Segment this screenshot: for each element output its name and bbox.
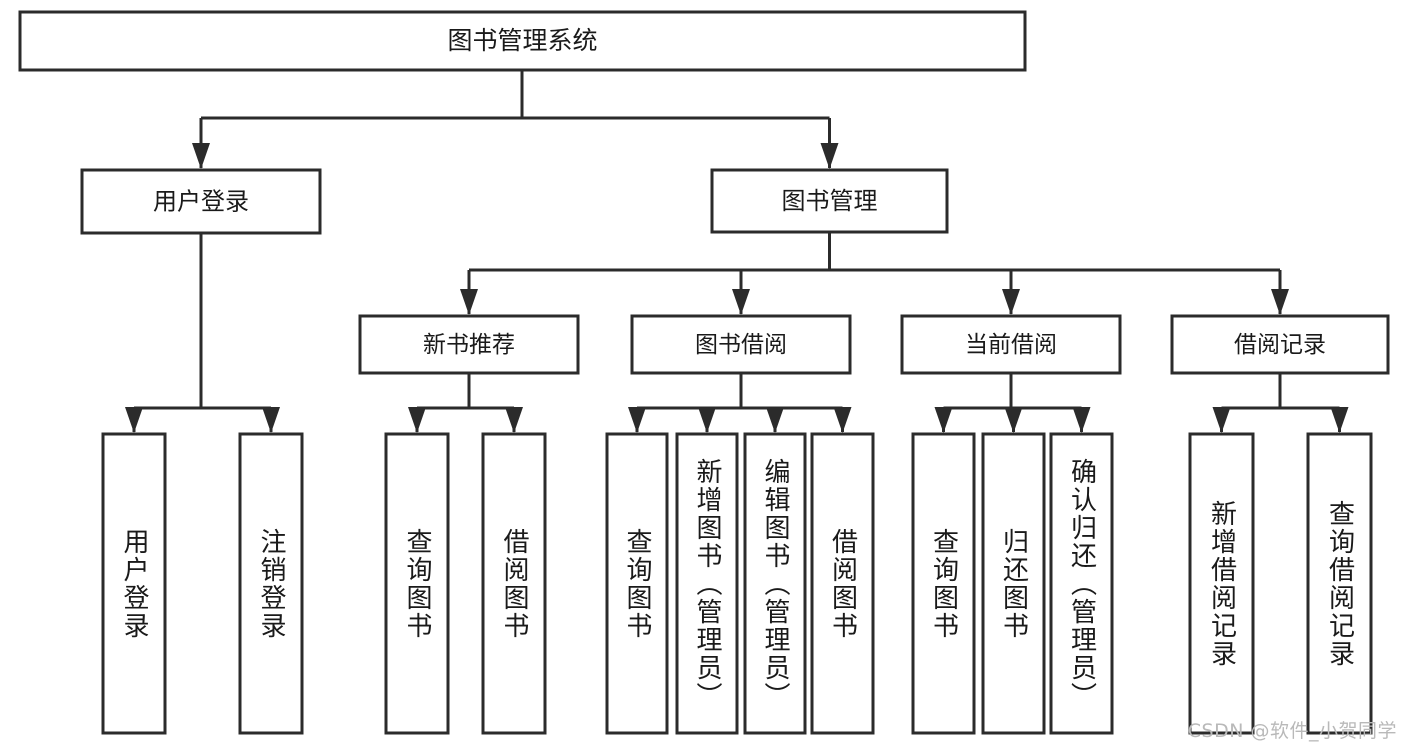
- arrow-to-leaf-rec-borrow: [505, 407, 523, 433]
- arrow-to-leaf-borrow-edit: [766, 407, 784, 433]
- node-label-borrow-record: 借阅记录: [1234, 332, 1326, 358]
- node-box-new-book-rec[interactable]: [358, 314, 580, 375]
- arrow-to-new-book-rec: [460, 289, 478, 315]
- arrow-to-leaf-borrow-lend: [833, 407, 852, 433]
- node-box-leaf-cur-query[interactable]: [911, 432, 976, 735]
- node-box-leaf-borrow-lend[interactable]: [810, 432, 875, 735]
- arrow-to-borrow-record: [1271, 289, 1289, 315]
- arrow-to-leaf-rec-add: [1212, 407, 1231, 433]
- node-box-leaf-rec-query[interactable]: [384, 432, 450, 735]
- node-box-leaf-rec-search[interactable]: [1306, 432, 1373, 735]
- node-box-leaf-cur-confirm[interactable]: [1049, 432, 1114, 735]
- arrow-to-leaf-rec-query: [408, 407, 426, 433]
- node-box-leaf-user-logout[interactable]: [238, 432, 304, 735]
- node-label-current-borrow: 当前借阅: [965, 332, 1057, 358]
- node-box-leaf-borrow-query[interactable]: [605, 432, 669, 735]
- node-box-leaf-rec-borrow[interactable]: [481, 432, 547, 735]
- arrow-to-book-borrow: [732, 289, 750, 315]
- node-label-user-login: 用户登录: [153, 188, 249, 216]
- arrow-to-user-login: [192, 143, 210, 169]
- watermark: CSDN @软件_小贺同学: [1187, 720, 1397, 742]
- node-box-book-manage[interactable]: [710, 168, 949, 234]
- node-box-leaf-borrow-edit[interactable]: [743, 432, 807, 735]
- node-box-borrow-record[interactable]: [1170, 314, 1390, 375]
- arrow-to-leaf-borrow-add: [698, 407, 716, 433]
- node-box-user-login[interactable]: [80, 168, 322, 235]
- node-box-book-borrow[interactable]: [630, 314, 852, 375]
- node-box-leaf-user-login[interactable]: [101, 432, 167, 735]
- connector-layer: [125, 70, 1349, 433]
- arrow-to-book-manage: [820, 143, 839, 169]
- node-label-root: 图书管理系统: [447, 26, 597, 55]
- node-box-root[interactable]: [18, 10, 1027, 72]
- node-box-leaf-borrow-add[interactable]: [675, 432, 739, 735]
- node-label-book-borrow: 图书借阅: [695, 332, 787, 358]
- node-label-book-manage: 图书管理: [782, 187, 878, 215]
- arrow-to-leaf-user-logout: [262, 407, 280, 433]
- node-box-leaf-cur-return[interactable]: [981, 432, 1046, 735]
- arrow-to-leaf-cur-return: [1004, 407, 1023, 433]
- node-box-leaf-rec-add[interactable]: [1188, 432, 1255, 735]
- node-label-new-book-rec: 新书推荐: [423, 332, 515, 358]
- node-box-current-borrow[interactable]: [900, 314, 1122, 375]
- arrow-to-current-borrow: [1002, 289, 1020, 315]
- box-layer: [18, 10, 1390, 735]
- arrow-to-leaf-cur-query: [934, 407, 953, 433]
- arrow-to-leaf-cur-confirm: [1072, 407, 1091, 433]
- arrow-to-leaf-user-login: [125, 407, 143, 433]
- arrow-to-leaf-borrow-query: [628, 407, 646, 433]
- arrow-to-leaf-rec-search: [1330, 407, 1349, 433]
